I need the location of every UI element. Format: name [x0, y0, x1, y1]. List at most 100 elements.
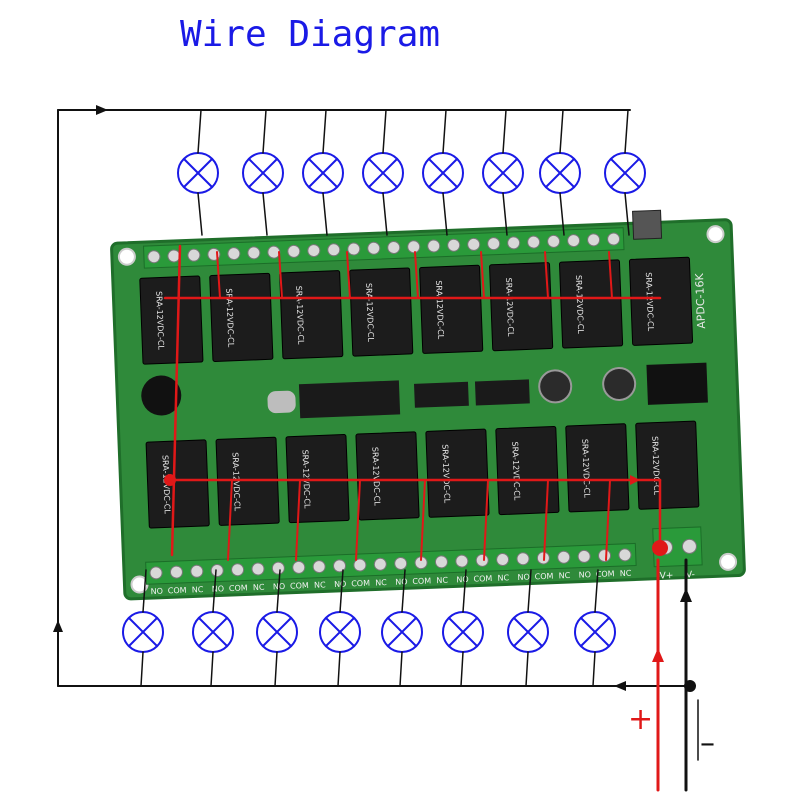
terminal-screw — [247, 246, 261, 260]
page-title: Wire Diagram — [179, 14, 441, 55]
terminal-screw — [394, 556, 408, 570]
terminal-screw — [312, 560, 326, 574]
lamp-cross — [325, 617, 355, 647]
mounting-hole — [719, 552, 738, 571]
chip — [413, 381, 469, 408]
lamp-lead — [197, 109, 202, 154]
terminal-label: NO — [456, 575, 469, 584]
lamp-lead — [399, 651, 403, 687]
black-arrow — [53, 620, 63, 632]
terminal-screw — [187, 248, 201, 262]
red-wire — [608, 251, 613, 299]
red-wire — [420, 479, 426, 561]
black-arrow — [680, 588, 692, 602]
lamp-lead — [442, 192, 448, 236]
terminal-screw — [598, 549, 612, 563]
terminal-screw — [353, 558, 367, 572]
chip — [474, 379, 530, 406]
lamp-lead — [382, 109, 387, 154]
terminal-label: NO — [212, 584, 225, 593]
red-wire — [216, 251, 221, 299]
terminal-label: NC — [192, 585, 204, 594]
lamp-lead — [142, 569, 147, 613]
relay-label: SRA-12VDC-CL — [370, 447, 381, 507]
red-wire — [355, 479, 361, 561]
lamp-lead — [140, 651, 144, 687]
capacitor — [602, 366, 637, 401]
terminal-label: NC — [620, 569, 632, 578]
terminal-screw — [292, 560, 306, 574]
lamp-lead — [460, 651, 464, 687]
terminal-screw — [475, 553, 489, 567]
terminal-screw — [557, 550, 571, 564]
terminal-label: COM — [596, 569, 615, 579]
relay — [565, 423, 630, 513]
lamp-lead — [322, 192, 328, 236]
lamp-cross — [262, 617, 292, 647]
lamp-lead — [401, 569, 406, 613]
red-wire — [544, 251, 549, 299]
relay — [495, 425, 560, 516]
lamp-lead — [592, 651, 596, 687]
relay-label: SRA-12VDC-CL — [224, 288, 235, 348]
relay — [279, 270, 344, 360]
red-wire — [480, 251, 485, 299]
relay — [215, 436, 280, 526]
minus-sign: – — [700, 726, 715, 761]
terminal-screw — [587, 233, 601, 247]
relay-label: SRA-12VDC-CL — [230, 452, 241, 512]
lamp-lead — [322, 109, 327, 154]
red-wire — [346, 251, 351, 299]
lamp-cross — [448, 617, 478, 647]
terminal-label: NC — [436, 576, 448, 585]
relay-label: SRA-12VDC-CL — [644, 272, 655, 332]
lamp-lead — [442, 109, 447, 154]
terminal-label: COM — [168, 586, 187, 596]
relay — [635, 420, 700, 510]
terminal-screw — [507, 236, 521, 250]
lamp-cross — [387, 617, 417, 647]
lamp-lead — [624, 192, 630, 236]
relay — [628, 256, 694, 346]
terminal-screw — [467, 237, 481, 251]
black-arrow — [96, 105, 108, 115]
terminal-label: COM — [473, 574, 492, 584]
lamp-cross — [610, 158, 640, 188]
dc-jack — [646, 362, 708, 405]
terminal-label: NO — [395, 577, 408, 586]
red-junction — [164, 474, 176, 486]
lamp-lead — [337, 651, 341, 687]
terminal-screw — [427, 239, 441, 253]
terminal-screw — [167, 249, 181, 263]
terminal-label: NC — [497, 573, 509, 582]
terminal-screw — [307, 244, 321, 258]
lamp-lead — [502, 192, 508, 236]
terminal-screw — [227, 247, 241, 261]
lamp-lead — [339, 569, 344, 613]
lamp-cross — [248, 158, 278, 188]
lamp-cross — [580, 617, 610, 647]
relay-label: SRA-12VDC-CL — [161, 455, 172, 515]
chip — [298, 380, 401, 419]
lamp-lead — [274, 651, 278, 687]
relay — [355, 431, 420, 521]
relay-label: SRA-12VDC-CL — [364, 283, 375, 343]
terminal-label: COM — [229, 583, 248, 593]
terminal-screw — [347, 242, 361, 256]
relay-label: SRA-12VDC-CL — [440, 444, 451, 504]
terminal-label: NC — [314, 580, 326, 589]
red-wire — [483, 479, 489, 561]
lamp-lead — [624, 109, 629, 154]
lamp-lead — [210, 651, 214, 687]
lamp-lead — [559, 192, 565, 236]
red-wire — [227, 479, 233, 561]
power-label: V+ — [660, 571, 674, 582]
terminal-label: COM — [412, 576, 431, 586]
relay — [139, 275, 204, 365]
lamp-cross — [428, 158, 458, 188]
terminal-screw — [373, 557, 387, 571]
terminal-screw — [681, 538, 697, 554]
terminal-screw — [327, 243, 341, 257]
terminal-label: COM — [535, 572, 554, 582]
terminal-label: NO — [517, 573, 530, 582]
